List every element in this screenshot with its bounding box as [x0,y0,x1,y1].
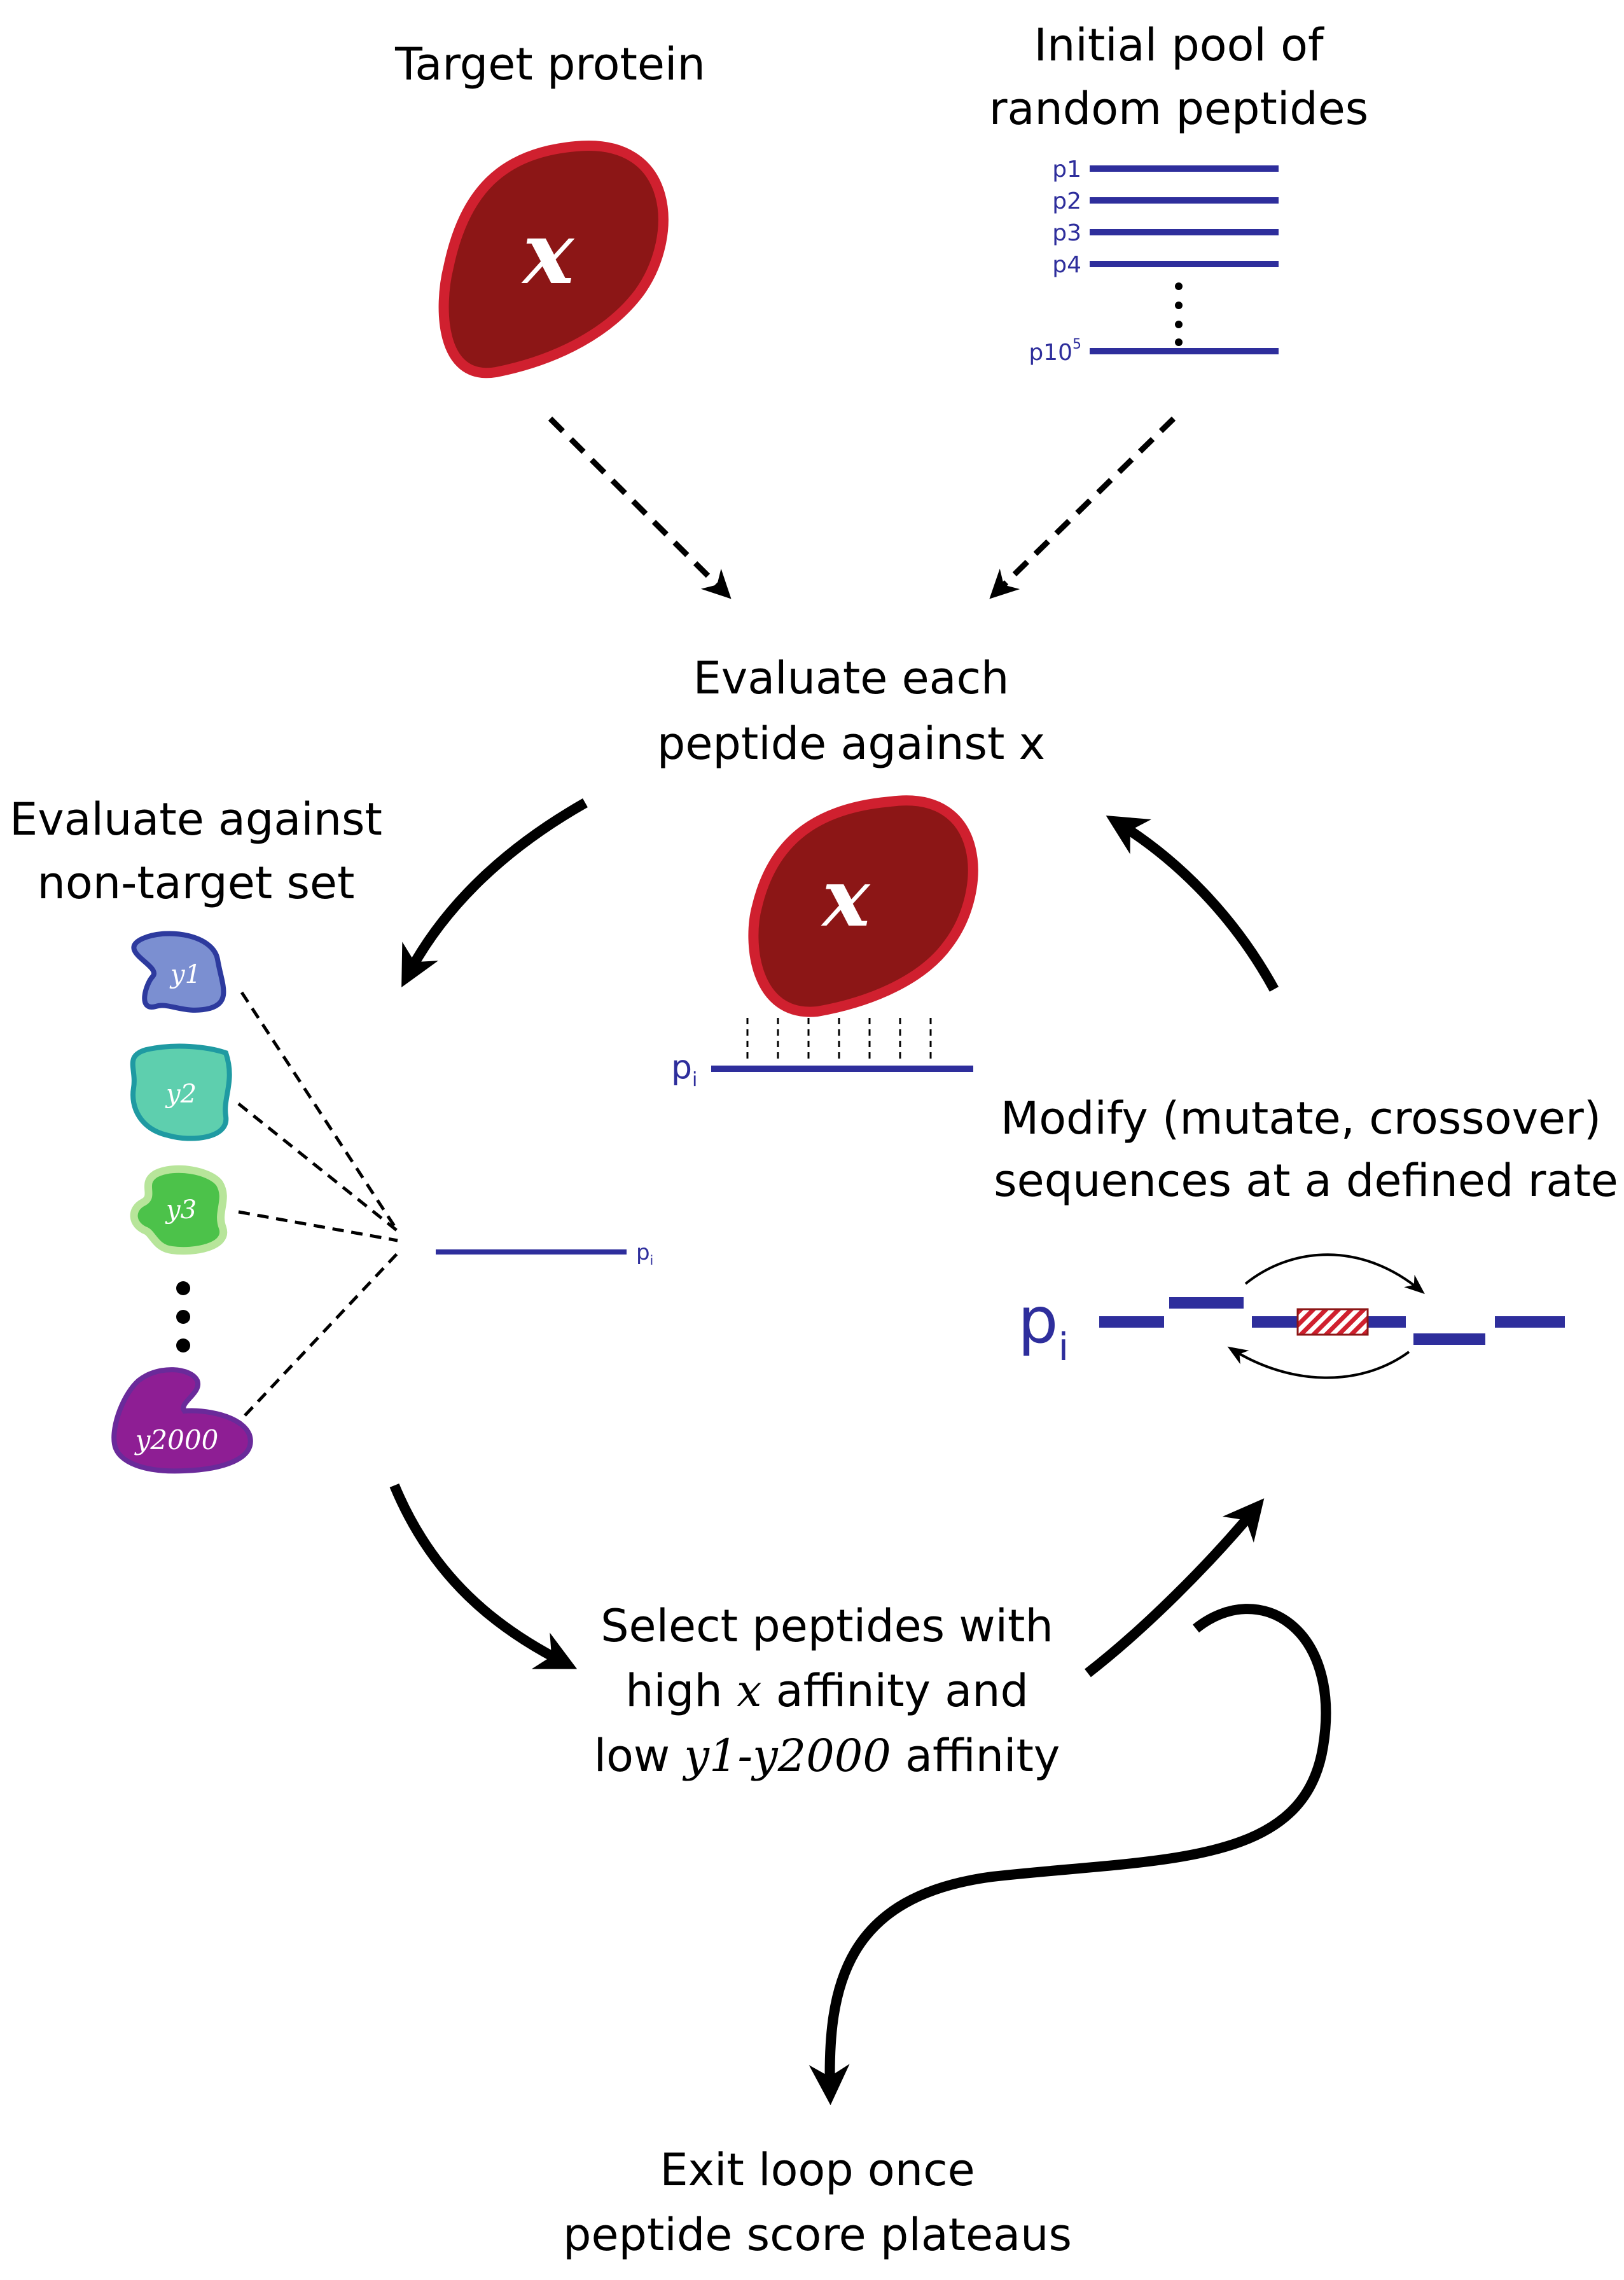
nontarget-ellipsis-dot [176,1281,190,1295]
initial-pool-label-line2: random peptides [989,83,1369,135]
target-x-symbol: x [521,202,575,303]
nontarget-y3-label: y3 [165,1195,197,1225]
pool-ellipsis-dot [1175,321,1183,328]
pool-peptide-label: p4 [1052,252,1081,278]
nontarget-y1-blob [131,931,226,1013]
evaluate-peptide-label: pi [671,1048,697,1091]
crossover-arrow-bottom [1227,1346,1410,1379]
pool-peptide-label: p2 [1052,188,1081,214]
nontarget-y2-blob [130,1043,232,1141]
initial-pool-label-line1: Initial pool of [1034,19,1324,71]
evaluate-label-line2: peptide against x [657,718,1045,770]
exit-label-line2: peptide score plateaus [563,2209,1072,2261]
pool-ellipsis-dot [1175,282,1183,290]
binding-dashes [746,1018,932,1064]
nontarget-label-line2: non-target set [38,857,355,909]
nontarget-y3-blob [130,1165,228,1255]
exit-label-line1: Exit loop once [660,2144,975,2196]
select-label-line2: high x affinity and [625,1665,1029,1717]
modify-peptide-label: pi [1018,1283,1069,1370]
peptide-pool: p1 p2 p3 p4 p105 [1029,156,1279,366]
pool-ellipsis-dot [1175,302,1183,309]
modify-label-line2: sequences at a defined rate [994,1155,1618,1207]
evaluate-x-symbol: x [821,852,871,945]
nontarget-y1-label: y1 [169,960,201,989]
nontarget-y2000-label: y2000 [134,1424,219,1456]
pool-peptide-label: p1 [1052,156,1081,183]
nontarget-peptide-label: pi [636,1240,653,1268]
evaluate-label-line1: Evaluate each [693,652,1010,704]
target-protein-label: Target protein [394,38,705,90]
evaluate-protein-blob [748,795,978,1017]
select-label-line1: Select peptides with [600,1600,1053,1652]
pool-peptide-label: p3 [1052,220,1081,246]
arrow-modify-to-evaluate [1106,815,1279,992]
select-label-line3: low y1-y2000 affinity [594,1730,1060,1782]
pool-ellipsis-dot [1175,338,1183,346]
nontarget-y2000-blob [111,1367,253,1474]
arrow-evaluate-to-nontarget [401,798,588,988]
nontarget-dashed-line [238,1210,398,1242]
nontarget-dashed-line [237,1102,399,1232]
arrow-select-to-modify [1085,1498,1265,1678]
nontarget-dashed-lines [237,991,399,1417]
arrow-nontarget-to-select [389,1483,578,1669]
nontarget-ellipsis-dot [176,1310,190,1324]
nontarget-y2-label: y2 [165,1080,197,1109]
nontarget-ellipsis-dot [176,1338,190,1352]
nontarget-label-line1: Evaluate against [10,793,382,845]
target-protein-blob [438,140,669,379]
dashed-arrow-from-pool [989,416,1176,599]
modify-label-line1: Modify (mutate, crossover) [1001,1092,1601,1144]
nontarget-dashed-line [240,991,399,1232]
crossover-arrow-top [1244,1253,1425,1295]
arrow-exit-loop [809,1604,1331,2106]
nontarget-dashed-line [244,1252,399,1417]
dashed-arrow-from-target [548,416,732,599]
mutation-hatch-box [1296,1308,1369,1336]
pool-peptide-label-last: p105 [1029,337,1081,366]
